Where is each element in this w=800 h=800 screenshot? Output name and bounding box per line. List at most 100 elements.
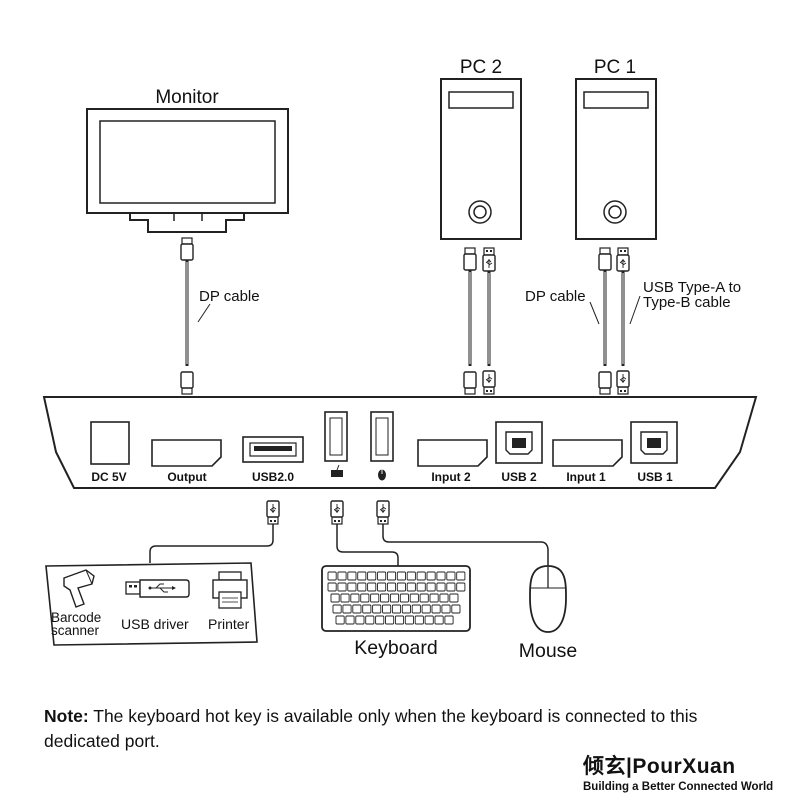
- peripheral-cables: [149, 500, 549, 566]
- pc-dp-cable-label: DP cable: [525, 288, 586, 305]
- keyboard-key: [362, 604, 372, 614]
- input1-dp-port: [552, 439, 623, 467]
- keyboard-key: [406, 571, 416, 581]
- mouse-label: Mouse: [519, 640, 578, 662]
- keyboard-label: Keyboard: [354, 637, 437, 659]
- pc1-tower-icon: [575, 78, 657, 240]
- keyboard-key: [444, 615, 454, 625]
- keyboard-keys: [327, 571, 466, 625]
- keyboard-key: [385, 615, 395, 625]
- keyboard-key: [426, 571, 436, 581]
- keyboard-key: [357, 582, 367, 592]
- monitor-label: Monitor: [155, 87, 219, 108]
- keyboard-key: [335, 615, 345, 625]
- keyboard-key: [377, 582, 387, 592]
- keyboard-key: [414, 615, 424, 625]
- keyboard-key: [421, 604, 431, 614]
- usb1-typeb-port: [630, 421, 678, 464]
- keyboard-key: [429, 593, 439, 603]
- keyboard-key: [386, 582, 397, 592]
- keyboard-key: [446, 582, 456, 592]
- keyboard-key: [451, 604, 461, 614]
- keyboard-key: [456, 582, 466, 592]
- keyboard-key: [419, 593, 429, 603]
- usb-peripherals-box: Barcode scanner USB driver Printer: [45, 562, 258, 646]
- pc1-label: PC 1: [594, 57, 636, 78]
- keyboard-key: [360, 593, 370, 603]
- keyboard-key: [357, 571, 367, 581]
- keyboard-key: [426, 582, 436, 592]
- monitor-dp-cable-label: DP cable: [199, 288, 260, 305]
- monitor-dp-cable: [180, 237, 211, 395]
- input2-dp-port: [417, 439, 488, 467]
- usb2-typeb-port: [495, 421, 543, 464]
- keyboard-key: [449, 593, 459, 603]
- keyboard-key: [399, 593, 409, 603]
- keyboard-icon: [321, 565, 471, 632]
- keyboard-key: [406, 582, 416, 592]
- brand-tagline: Building a Better Connected World: [583, 781, 774, 793]
- barcode-scanner-icon: [63, 569, 95, 608]
- keyboard-key: [441, 604, 451, 614]
- keyboard-key: [377, 571, 387, 581]
- keyboard-key: [434, 615, 444, 625]
- keyboard-key: [347, 571, 357, 581]
- mouse-icon: [529, 565, 567, 633]
- keyboard-key: [436, 571, 446, 581]
- usb1-label: USB 1: [637, 470, 673, 484]
- usb20-port: [242, 436, 304, 463]
- keyboard-key: [380, 593, 390, 603]
- keyboard-key: [456, 571, 466, 581]
- keyboard-key: [386, 571, 397, 581]
- keyboard-key: [411, 604, 421, 614]
- keyboard-key: [391, 604, 402, 614]
- usb-drive-icon: [125, 579, 190, 598]
- barcode-scanner-label-line1: Barcode: [51, 610, 101, 625]
- keyboard-key: [416, 582, 426, 592]
- keyboard-key: [404, 615, 414, 625]
- keyboard-key: [439, 593, 449, 603]
- keyboard-key: [337, 582, 347, 592]
- output-label: Output: [167, 470, 206, 484]
- keyboard-key: [424, 615, 434, 625]
- keyboard-key: [446, 571, 456, 581]
- keyboard-key: [342, 604, 352, 614]
- dc-5v-port: [90, 421, 130, 465]
- keyboard-key: [337, 571, 347, 581]
- keyboard-key: [370, 593, 380, 603]
- pc2-label: PC 2: [460, 57, 502, 78]
- keyboard-key: [365, 615, 375, 625]
- usb20-label: USB2.0: [252, 470, 294, 484]
- keyboard-key: [396, 582, 406, 592]
- hotkey-note: Note: The keyboard hot key is available …: [44, 704, 764, 754]
- keyboard-key: [355, 615, 365, 625]
- brand-logo-text: 倾玄|PourXuan: [583, 755, 736, 778]
- keyboard-key: [394, 615, 405, 625]
- output-dp-port: [151, 439, 222, 467]
- keyboard-key: [389, 593, 400, 603]
- keyboard-key: [327, 582, 337, 592]
- keyboard-key: [382, 604, 392, 614]
- input2-label: Input 2: [431, 470, 471, 484]
- keyboard-key: [409, 593, 419, 603]
- keyboard-key: [327, 571, 337, 581]
- note-text: The keyboard hot key is available only w…: [44, 706, 698, 751]
- mouse-usb-port: [370, 411, 394, 462]
- keyboard-key: [372, 604, 382, 614]
- keyboard-key: [436, 582, 446, 592]
- usb2-label: USB 2: [501, 470, 537, 484]
- barcode-scanner-label-line2: scanner: [51, 623, 100, 638]
- keyboard-key: [340, 593, 350, 603]
- input1-label: Input 1: [566, 470, 606, 484]
- monitor-icon: [86, 108, 289, 233]
- keyboard-usb-port: [324, 411, 348, 462]
- pc2-tower-icon: [440, 78, 522, 240]
- note-label: Note:: [44, 706, 89, 726]
- mouse-port-icon: [378, 469, 386, 481]
- printer-label: Printer: [208, 616, 250, 632]
- kvm-switch-panel: DC 5V Output USB2.0 I: [42, 396, 758, 489]
- keyboard-key: [345, 615, 355, 625]
- keyboard-key: [330, 593, 340, 603]
- pc2-cables: [463, 247, 496, 395]
